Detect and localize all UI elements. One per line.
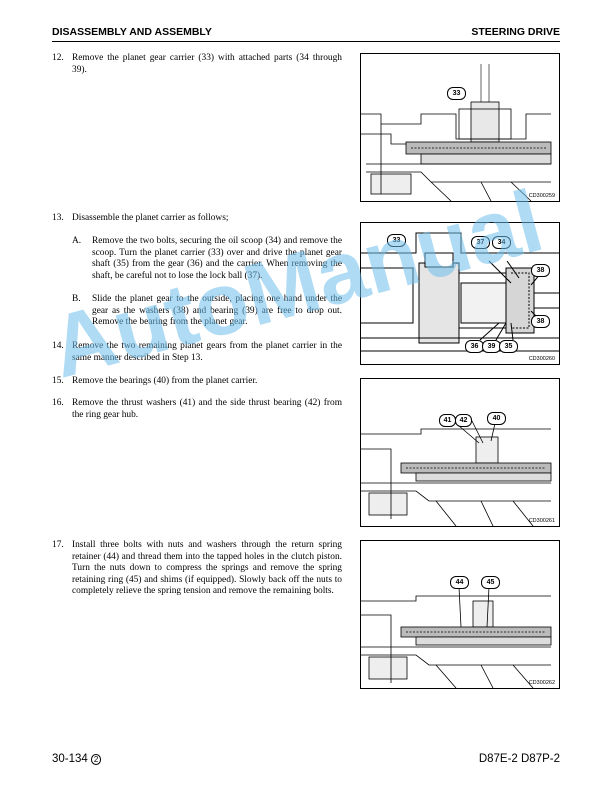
step-16: 16. Remove the thrust washers (41) and t…: [52, 398, 342, 424]
revision-mark: 2: [90, 754, 102, 765]
step-text: Disassemble the planet carrier as follow…: [72, 213, 229, 223]
figure-drawing: [361, 418, 552, 526]
callout-38-upper: 38: [531, 264, 550, 277]
step-text: Remove the planet gear carrier (33) with…: [72, 53, 342, 75]
substep-text: Slide the planet gear to the outside, pl…: [92, 294, 342, 328]
step-12: 12. Remove the planet gear carrier (33) …: [52, 53, 342, 83]
step-13a: A. Remove the two bolts, securing the oi…: [72, 236, 342, 288]
step-15: 15. Remove the bearings (40) from the pl…: [52, 376, 342, 390]
step-number: 13.: [52, 213, 64, 223]
figure-drawing: [361, 586, 552, 688]
step-13: 13. Disassemble the planet carrier as fo…: [52, 213, 342, 227]
step-number: 16.: [52, 398, 64, 408]
step-number: 15.: [52, 376, 64, 386]
step-14: 14. Remove the two remaining planet gear…: [52, 341, 342, 367]
figure-return-spring-retainer: 44 45 CD300262: [360, 540, 560, 689]
callout-33: 33: [447, 87, 466, 100]
callout-40: 40: [487, 412, 506, 425]
callout-44: 44: [450, 576, 469, 589]
step-number: 17.: [52, 540, 64, 550]
step-text: Remove the thrust washers (41) and the s…: [72, 398, 342, 420]
chapter-title: STEERING DRIVE: [471, 26, 560, 38]
substep-text: Remove the two bolts, securing the oil s…: [92, 236, 342, 281]
substep-letter: A.: [72, 236, 82, 246]
figure-planet-carrier-section: 33 37 34 38 38 36 39 35 CD300260: [360, 222, 560, 365]
substep-letter: B.: [72, 294, 81, 304]
step-text: Remove the two remaining planet gears fr…: [72, 341, 342, 363]
step-text: Remove the bearings (40) from the planet…: [72, 376, 258, 386]
step-text: Install three bolts with nuts and washer…: [72, 540, 342, 597]
page-number-text: 30-134: [52, 753, 88, 765]
callout-34: 34: [492, 236, 511, 249]
figure-code: CD300261: [528, 518, 555, 524]
figure-code: CD300260: [528, 356, 555, 362]
callout-37: 37: [471, 236, 490, 249]
callout-33: 33: [387, 234, 406, 247]
callout-45: 45: [481, 576, 500, 589]
section-title: DISASSEMBLY AND ASSEMBLY: [52, 26, 212, 38]
callout-41: 41: [439, 414, 456, 427]
figure-code: CD300259: [528, 193, 555, 199]
callout-42: 42: [455, 414, 472, 427]
model-designation: D87E-2 D87P-2: [478, 753, 560, 765]
header-divider: [52, 41, 560, 42]
step-17: 17. Install three bolts with nuts and wa…: [52, 540, 342, 620]
figure-ring-gear-hub: 41 42 40 CD300261: [360, 378, 560, 527]
figure-code: CD300262: [528, 680, 555, 686]
figure-drawing: [361, 232, 559, 352]
step-13b: B. Slide the planet gear to the outside,…: [72, 294, 342, 334]
figure-planet-carrier-removal: 33 CD300259: [360, 53, 560, 202]
page-header: DISASSEMBLY AND ASSEMBLY STEERING DRIVE: [52, 26, 560, 40]
step-number: 14.: [52, 341, 64, 351]
figure-drawing: [361, 64, 552, 201]
callout-35: 35: [499, 340, 518, 353]
callout-38-lower: 38: [531, 315, 550, 328]
step-number: 12.: [52, 53, 64, 63]
